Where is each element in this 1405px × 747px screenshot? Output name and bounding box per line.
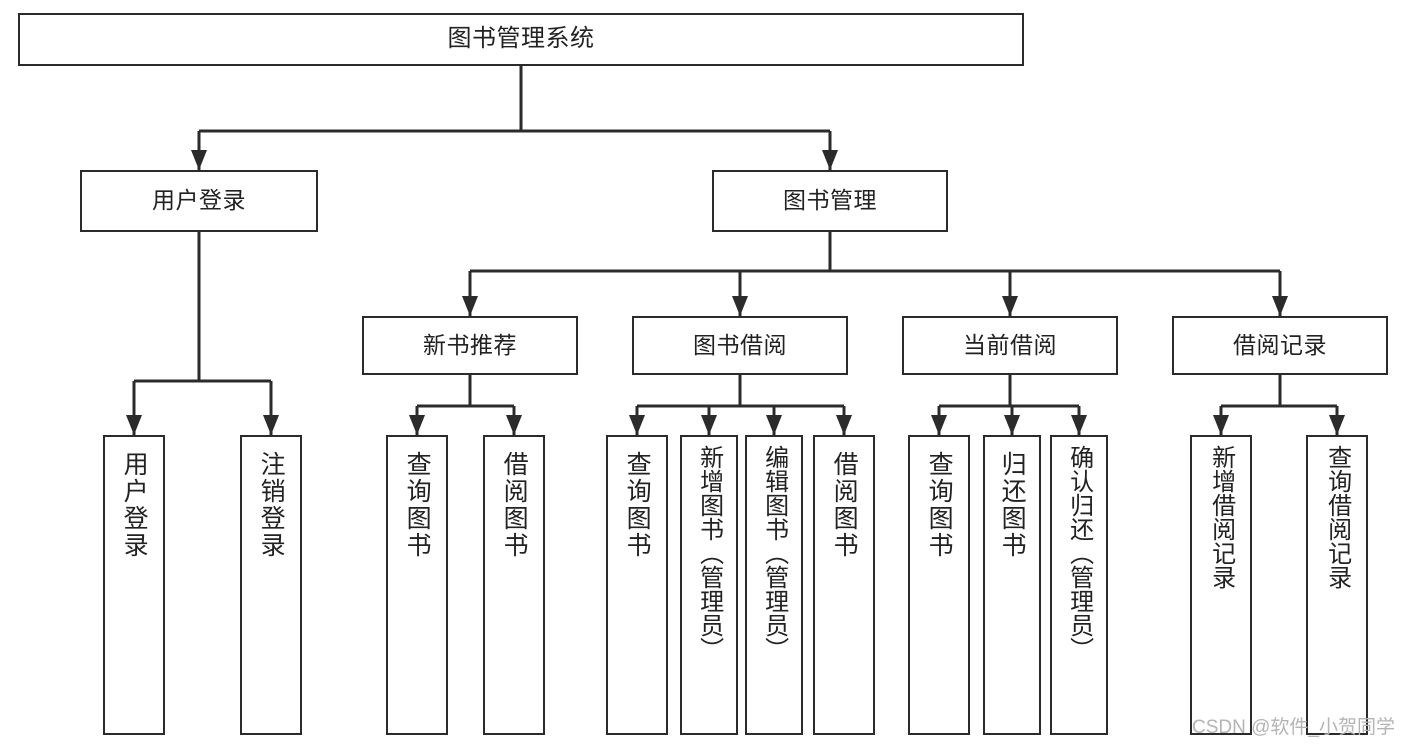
- arrowhead-l-addrec: [1213, 415, 1229, 435]
- node-l-edit[interactable]: 编辑图书（管理员）: [745, 435, 803, 735]
- arrowhead-current: [1002, 296, 1018, 316]
- arrowhead-l-qrec: [1329, 415, 1345, 435]
- node-records[interactable]: 借阅记录: [1172, 316, 1388, 375]
- node-label-l-q3: 查询图书: [925, 451, 954, 559]
- arrowhead-bookmgmt: [822, 150, 838, 170]
- node-label-l-b1: 借阅图书: [500, 451, 529, 559]
- node-l-login[interactable]: 用户登录: [103, 435, 165, 735]
- node-label-l-add: 新增图书（管理员）: [695, 445, 723, 661]
- node-bookmgmt[interactable]: 图书管理: [712, 170, 948, 232]
- arrowhead-l-add: [701, 415, 717, 435]
- node-label-l-logout: 注销登录: [257, 451, 286, 559]
- node-label-l-addrec: 新增借阅记录: [1207, 445, 1235, 589]
- node-label-current: 当前借阅: [963, 331, 1057, 358]
- arrowhead-l-edit: [766, 415, 782, 435]
- node-l-logout[interactable]: 注销登录: [240, 435, 302, 735]
- node-label-l-return: 归还图书: [998, 451, 1027, 559]
- node-label-l-confirm: 确认归还（管理员）: [1065, 445, 1093, 661]
- node-l-q2[interactable]: 查询图书: [606, 435, 668, 735]
- node-l-addrec[interactable]: 新增借阅记录: [1190, 435, 1252, 735]
- node-label-login: 用户登录: [152, 187, 246, 214]
- arrowhead-l-b1: [506, 415, 522, 435]
- node-current[interactable]: 当前借阅: [902, 316, 1118, 375]
- node-label-bookmgmt: 图书管理: [783, 187, 877, 214]
- node-newbook[interactable]: 新书推荐: [362, 316, 578, 375]
- arrowhead-newbook: [462, 296, 478, 316]
- node-label-l-b2: 借阅图书: [830, 451, 859, 559]
- arrowhead-records: [1272, 296, 1288, 316]
- node-label-newbook: 新书推荐: [423, 331, 517, 358]
- arrowhead-l-b2: [836, 415, 852, 435]
- arrowhead-l-logout: [263, 415, 279, 435]
- node-label-l-login: 用户登录: [120, 451, 149, 559]
- arrowhead-l-login: [126, 415, 142, 435]
- node-l-q1[interactable]: 查询图书: [386, 435, 448, 735]
- arrowhead-l-q1: [409, 415, 425, 435]
- arrowhead-l-confirm: [1071, 415, 1087, 435]
- node-login[interactable]: 用户登录: [80, 170, 318, 232]
- arrowhead-l-q2: [629, 415, 645, 435]
- arrowhead-borrow: [732, 296, 748, 316]
- node-root[interactable]: 图书管理系统: [18, 13, 1024, 66]
- node-borrow[interactable]: 图书借阅: [632, 316, 848, 375]
- node-label-l-q1: 查询图书: [403, 451, 432, 559]
- node-l-b2[interactable]: 借阅图书: [813, 435, 875, 735]
- node-l-q3[interactable]: 查询图书: [908, 435, 970, 735]
- node-label-records: 借阅记录: [1233, 331, 1327, 358]
- node-l-b1[interactable]: 借阅图书: [483, 435, 545, 735]
- arrowhead-l-return: [1004, 415, 1020, 435]
- node-label-root: 图书管理系统: [447, 25, 595, 53]
- node-label-l-qrec: 查询借阅记录: [1323, 445, 1351, 589]
- node-label-l-edit: 编辑图书（管理员）: [760, 445, 788, 661]
- node-l-return[interactable]: 归还图书: [983, 435, 1041, 735]
- node-label-l-q2: 查询图书: [623, 451, 652, 559]
- node-label-borrow: 图书借阅: [693, 331, 787, 358]
- arrowhead-l-q3: [931, 415, 947, 435]
- node-l-qrec[interactable]: 查询借阅记录: [1306, 435, 1368, 735]
- node-l-confirm[interactable]: 确认归还（管理员）: [1050, 435, 1108, 735]
- arrowhead-login: [191, 150, 207, 170]
- node-l-add[interactable]: 新增图书（管理员）: [680, 435, 738, 735]
- watermark-label: CSDN @软件_小贺同学: [1192, 717, 1395, 738]
